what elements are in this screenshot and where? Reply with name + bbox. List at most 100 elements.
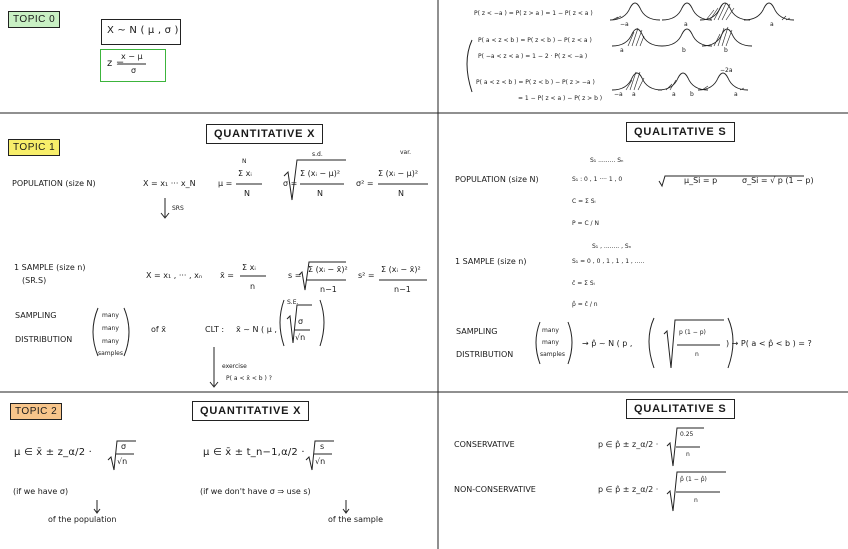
many-item: samples [98,350,123,357]
z-numerator: x − μ [121,52,143,61]
cons-numerator: 0.25 [680,431,694,438]
s2-lhs: s² = [358,271,375,280]
rule-1: P( z < −a ) = P( z > a ) = 1 − P( z < a … [474,10,593,17]
q-denominator: n [695,351,699,358]
sampling-label: SAMPLING [15,311,57,320]
rule-5: = 1 − P( z < a ) − P( z > b ) [518,95,603,102]
xbar-lhs: x̄ = [220,271,234,280]
many-item: many [102,338,119,345]
sum-top: N [242,158,247,165]
population-label: POPULATION (size N) [12,179,96,188]
quantitative-header-text: QUANTITATIVE X [214,128,316,140]
curve-label: b [724,47,728,54]
distribution-label: DISTRIBUTION [15,335,73,344]
var-lhs: σ² = [356,179,374,188]
topic-0-tag: TOPIC 0 [8,11,61,28]
s-lhs: s = [288,271,302,280]
ci1-numerator: σ [121,442,127,451]
curve-label: −a [620,21,629,28]
clt-distribution: x̄ ~ N ( μ , [236,325,277,334]
topic-1-label: TOPIC 1 [13,142,56,153]
q-distribution-label: DISTRIBUTION [456,350,514,359]
qualitative-header-text: QUALITATIVE S [634,126,727,138]
rule-3: P( −a < z < a ) = 1 − 2 · P( z < −a ) [478,53,588,60]
curve-label: a [672,91,676,98]
ci2-numerator: s [320,442,325,451]
clt-se: S.E. [287,299,299,306]
z-denominator: σ [131,66,137,75]
topic-2-label: TOPIC 2 [15,406,58,417]
clt-label: CLT : [205,325,225,334]
qualitative-header-2-text: QUALITATIVE S [634,403,727,415]
quantitative-header-2-text: QUANTITATIVE X [200,405,302,417]
ci2-denominator: √n [315,457,326,466]
sd-label: s.d. [312,151,323,158]
population-x: X = x₁ ··· x_N [143,179,196,188]
q-many-item: many [542,339,559,346]
quantitative-header: QUANTITATIVE X [206,124,324,144]
sample-label: 1 SAMPLE (size n) [14,263,86,272]
q-population-label: POPULATION (size N) [455,175,539,184]
ci2-note: (if we don't have σ ⇒ use s) [200,487,311,496]
topic-0-label: TOPIC 0 [13,14,56,25]
q-many-item: samples [540,351,565,358]
mu-lhs: μ = [218,179,233,188]
s2-denominator: n−1 [394,285,411,294]
s-denominator: n−1 [320,285,337,294]
clt-denominator: √n [295,333,306,342]
sample-x: X = x₁ , ··· , xₙ [146,271,203,280]
quantitative-header-2: QUANTITATIVE X [192,401,310,421]
noncons-denominator: n [694,497,698,504]
z-score-box [100,49,166,82]
var-label: var. [400,149,412,156]
sigma-lhs: σ = [283,179,298,188]
curve-label: −a [614,91,623,98]
nonconservative-eq: p ∈ p̂ ± z_α/2 · [598,485,659,494]
z-lhs: z = [107,58,125,69]
q-s-list: S₁ ......... Sₙ [590,157,624,164]
of-xbar: of x̄ [151,325,166,334]
ci1-note: (if we have σ) [13,487,69,496]
qualitative-header: QUALITATIVE S [626,122,735,142]
noncons-numerator: p̂ (1 − p̂) [680,476,707,483]
ci1-denominator: √n [117,457,128,466]
sigma-denominator: N [317,189,323,198]
rule-4: P( a < z < b ) = P( z < b ) − P( z > −a … [476,79,595,86]
clt-numerator: σ [298,317,304,326]
cons-denominator: n [686,451,690,458]
q-mu: μ_Si = p [684,176,718,185]
exercise-prob: P( a < x̄ < b ) ? [226,375,272,382]
curve-label: a [684,21,688,28]
curve-label: −2a [720,67,733,74]
q-sigma: σ_Si = √ p (1 − p) [742,176,814,185]
topic-2-tag: TOPIC 2 [10,403,63,420]
q-s2-values: S₁ = 0 , 0 , 1 , 1 , 1 , ..... [572,258,645,265]
distribution-box [101,19,181,45]
curve-label: a [734,91,738,98]
q-sampling-label: SAMPLING [456,327,498,336]
xbar-numerator: Σ xᵢ [242,263,256,272]
q-numerator: p (1 − p) [679,329,706,336]
curve-label: a [770,21,774,28]
qualitative-header-2: QUALITATIVE S [626,399,735,419]
many-item: many [102,312,119,319]
mu-denominator: N [244,189,250,198]
q-s2-list: S₁ , ........ , Sₙ [592,243,632,250]
var-denominator: N [398,189,404,198]
ci1-of: of the population [48,515,117,524]
rule-2: P( a < z < b ) = P( z < b ) − P( z < a ) [478,37,592,44]
q-phat: p̂ = ĉ / n [572,301,598,308]
exercise-label: exercise [222,363,247,370]
conservative-eq: p ∈ p̂ ± z_α/2 · [598,440,659,449]
ci-unknown-sigma: μ ∈ x̄ ± t_n−1,α/2 · [203,447,305,458]
sample-sub: (SR.S) [22,276,47,285]
topic-1-tag: TOPIC 1 [8,139,61,156]
ci-known-sigma: μ ∈ x̄ ± z_α/2 · [14,447,93,458]
many-item: many [102,325,119,332]
mu-numerator: Σ xᵢ [238,169,252,178]
srs-label: SRS [172,205,184,212]
q-many-item: many [542,327,559,334]
q-c: C = Σ Sᵢ [572,198,596,205]
